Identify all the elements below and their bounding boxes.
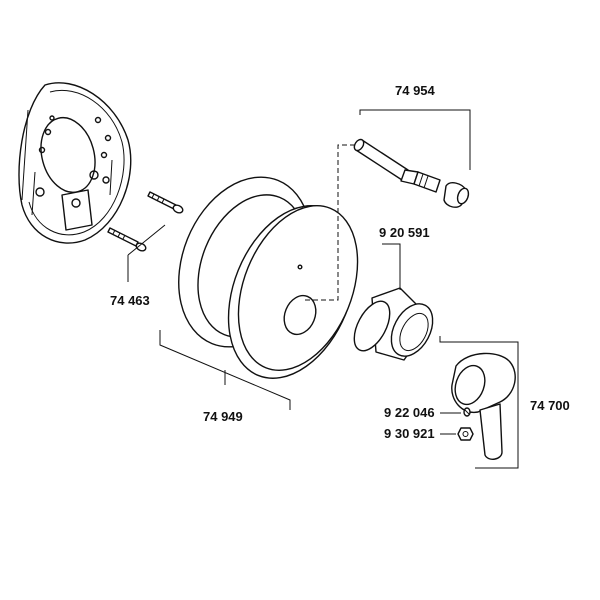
label-cover-plate: 74 949: [203, 409, 243, 424]
cover-plate-leader: [159, 330, 291, 410]
label-screws: 74 463: [110, 293, 150, 308]
screws-leader: [127, 224, 166, 282]
label-lever-handle: 74 700: [530, 398, 570, 413]
lever-handle: [451, 352, 516, 460]
mounting-plate: [18, 82, 132, 244]
screw-top: [147, 191, 184, 214]
assembly-axis: [305, 144, 355, 301]
sleeve-leader: [382, 243, 401, 290]
label-valve-cartridge: 74 954: [395, 83, 436, 98]
label-sleeve: 9 20 591: [379, 225, 430, 240]
sleeve: [353, 287, 434, 361]
lever-handle-leader: [439, 336, 519, 469]
label-set-screw: 9 22 046: [384, 405, 435, 420]
valve-cartridge-leader: [359, 109, 471, 170]
cover-plate: [227, 205, 359, 379]
label-cap-nut: 9 30 921: [384, 426, 435, 441]
screw-bottom: [107, 227, 147, 252]
valve-cartridge: [353, 138, 470, 208]
set-screw: [463, 407, 471, 417]
cap-nut: [457, 427, 474, 441]
